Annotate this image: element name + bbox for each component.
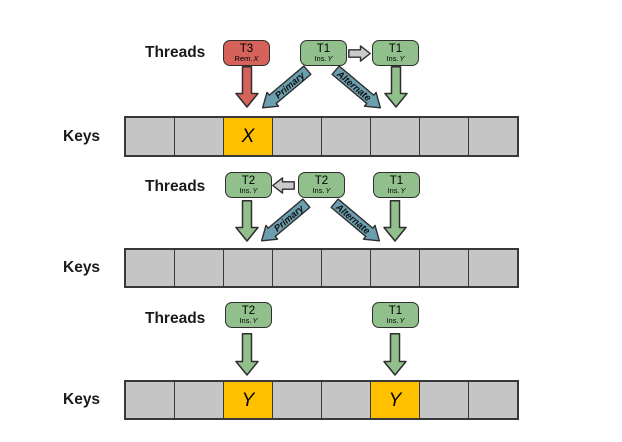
key-cell-y2: Y <box>371 382 420 418</box>
thread-id: T1 <box>388 43 403 55</box>
alternate-arrow-label: Alternate <box>333 201 373 237</box>
key-cell <box>175 118 224 155</box>
thread-box-t1-c: T1 Ins.Y <box>373 172 420 198</box>
keys-label-panel2: Keys <box>63 259 101 276</box>
primary-hash-arrow: Primary <box>256 62 315 116</box>
key-cell <box>469 250 517 286</box>
right-arrow-icon <box>348 45 371 62</box>
thread-box-t2-a: T2 Ins.Y <box>225 172 272 198</box>
alternate-hash-arrow: Alternate <box>329 62 388 116</box>
primary-hash-arrow: Primary <box>255 195 314 249</box>
thread-id: T1 <box>389 175 404 187</box>
alternate-hash-arrow: Alternate <box>328 195 387 249</box>
key-cell <box>273 382 322 418</box>
key-cell <box>469 118 517 155</box>
thread-box-t2-b: T2 Ins.Y <box>298 172 345 198</box>
keys-label-panel1: Keys <box>63 128 101 145</box>
key-cell <box>126 118 175 155</box>
thread-op: Ins.Y <box>386 54 405 63</box>
thread-box-t2-c: T2 Ins.Y <box>225 302 272 328</box>
thread-op: Ins.Y <box>312 186 331 195</box>
key-cell <box>322 118 371 155</box>
key-cell <box>420 250 469 286</box>
down-arrow-icon-green <box>383 333 407 376</box>
thread-id: T3 <box>239 43 254 55</box>
down-arrow-icon-green <box>383 200 407 242</box>
key-cell-x: X <box>224 118 273 155</box>
key-cell <box>469 382 517 418</box>
primary-arrow-label: Primary <box>272 203 307 235</box>
down-arrow-icon-red <box>235 66 259 108</box>
thread-id: T2 <box>241 175 256 187</box>
keys-row-panel3: Y Y <box>124 380 519 420</box>
alternate-arrow-label: Alternate <box>334 68 374 104</box>
key-cell-y1: Y <box>224 382 273 418</box>
key-cell <box>224 250 273 286</box>
key-cell <box>420 118 469 155</box>
keys-row-panel1: X <box>124 116 519 157</box>
down-arrow-icon-green <box>235 200 259 242</box>
threads-label-panel3: Threads <box>145 310 206 327</box>
thread-id: T1 <box>388 305 403 317</box>
thread-box-t3: T3 Rem.X <box>223 40 270 66</box>
thread-op: Ins.Y <box>239 186 258 195</box>
thread-id: T1 <box>316 43 331 55</box>
key-cell <box>273 118 322 155</box>
thread-id: T2 <box>241 305 256 317</box>
primary-arrow-label: Primary <box>273 70 308 102</box>
thread-op: Ins.Y <box>314 54 333 63</box>
key-cell <box>322 382 371 418</box>
key-cell <box>126 250 175 286</box>
thread-op: Rem.X <box>234 54 259 63</box>
key-cell <box>420 382 469 418</box>
thread-box-t1-a: T1 Ins.Y <box>300 40 347 66</box>
threads-label-panel1: Threads <box>145 44 206 61</box>
key-cell <box>371 250 420 286</box>
key-cell <box>126 382 175 418</box>
thread-op: Ins.Y <box>387 186 406 195</box>
key-cell <box>175 250 224 286</box>
left-arrow-icon <box>272 177 295 194</box>
thread-op: Ins.Y <box>239 316 258 325</box>
key-cell <box>371 118 420 155</box>
keys-row-panel2 <box>124 248 519 288</box>
thread-id: T2 <box>314 175 329 187</box>
key-cell <box>175 382 224 418</box>
threads-label-panel2: Threads <box>145 178 206 195</box>
key-cell <box>322 250 371 286</box>
thread-op: Ins.Y <box>386 316 405 325</box>
keys-label-panel3: Keys <box>63 391 101 408</box>
key-cell <box>273 250 322 286</box>
thread-box-t1-d: T1 Ins.Y <box>372 302 419 328</box>
down-arrow-icon-green <box>235 333 259 376</box>
thread-box-t1-b: T1 Ins.Y <box>372 40 419 66</box>
down-arrow-icon-green <box>384 66 408 108</box>
